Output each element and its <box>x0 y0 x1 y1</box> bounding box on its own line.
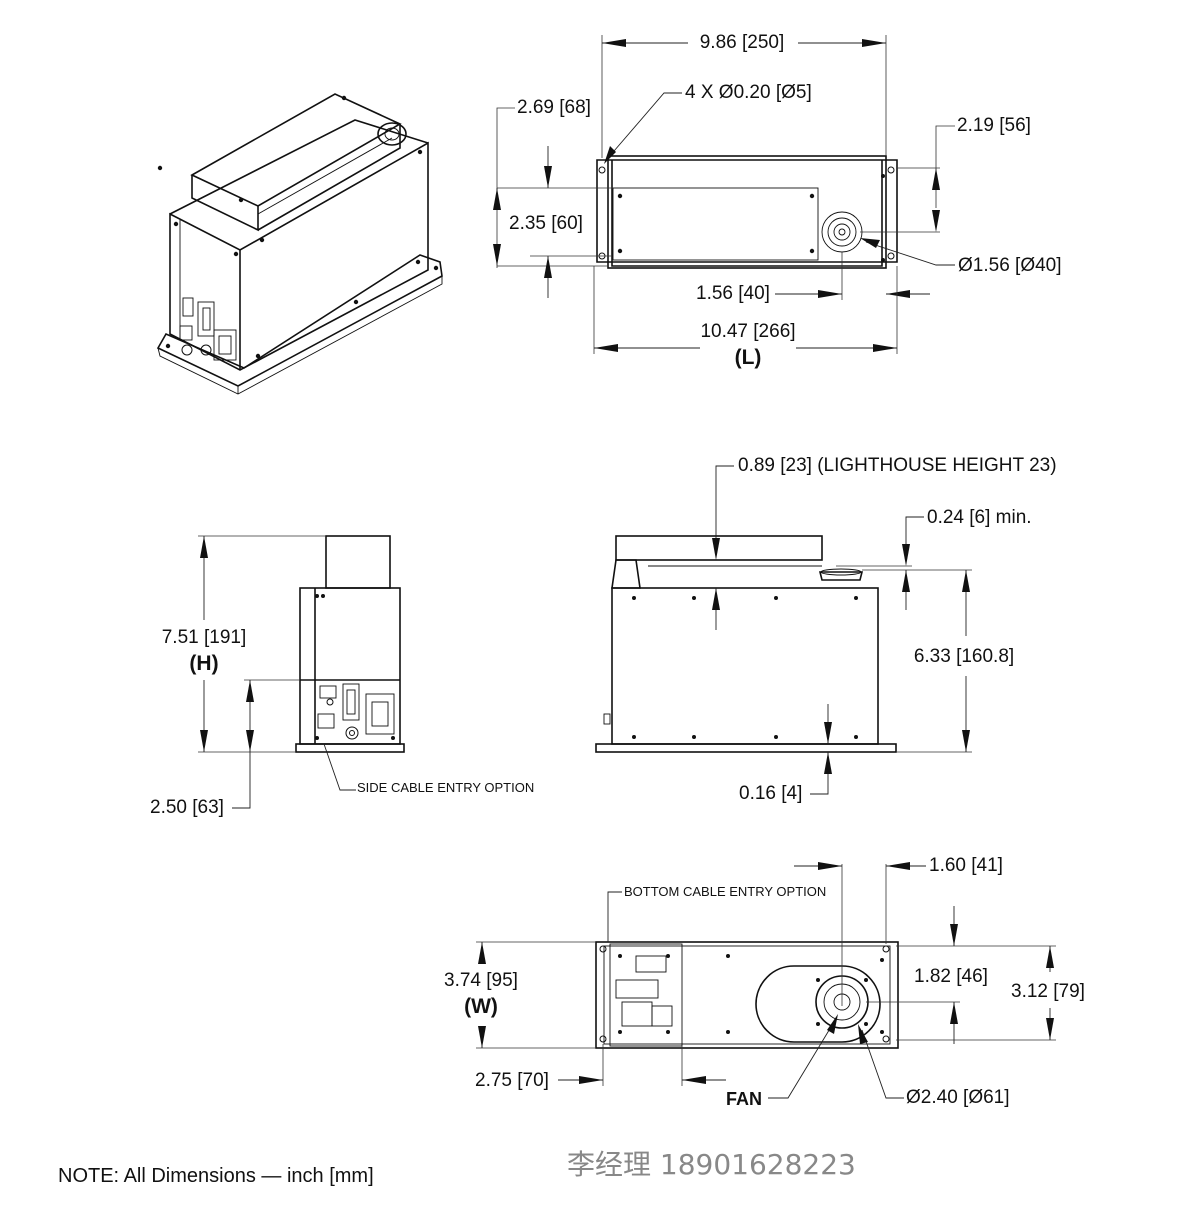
side-view: 0.89 [23] (LIGHTHOUSE HEIGHT 23) 0.24 [6… <box>595 455 1057 804</box>
body-height-label: 6.33 [160.8] <box>914 646 1014 667</box>
side-cable-note: SIDE CABLE ENTRY OPTION <box>357 780 534 795</box>
length-label: 10.47 [266] <box>700 321 795 342</box>
lens-diameter-label: Ø1.56 [Ø40] <box>958 255 1062 276</box>
min-gap-label: 0.24 [6] min. <box>927 507 1032 528</box>
inner-height-label: 2.35 [60] <box>509 213 583 234</box>
lens-offset-label: 1.56 [40] <box>696 283 770 304</box>
fan-diameter-label: Ø2.40 [Ø61] <box>906 1087 1010 1108</box>
bottom-view: 1.60 [41] BOTTOM CABLE ENTRY OPTION 3.74… <box>444 855 1085 1109</box>
length-symbol: (L) <box>735 346 762 369</box>
end-view: 7.51 [191] (H) 2.50 [63] SIDE CABLE ENTR… <box>150 535 534 818</box>
cable-offset-label: 2.75 [70] <box>475 1070 549 1091</box>
fan-offset-label: 1.60 [41] <box>929 855 1003 876</box>
right-offset-label: 2.19 [56] <box>957 115 1031 136</box>
connector-height-label: 2.50 [63] <box>150 797 224 818</box>
contact-watermark: 李经理 18901628223 <box>567 1148 856 1181</box>
width-symbol: (W) <box>464 995 498 1018</box>
fan-label: FAN <box>726 1089 762 1109</box>
isometric-view <box>156 93 443 395</box>
fan-center-label: 1.82 [46] <box>914 966 988 987</box>
holes-label: 4 X Ø0.20 [Ø5] <box>685 82 812 103</box>
overall-width-top-label: 9.86 [250] <box>700 32 785 53</box>
hole-spacing-label: 3.12 [79] <box>1011 981 1085 1002</box>
height-symbol: (H) <box>189 652 218 675</box>
base-thickness-label: 0.16 [4] <box>739 783 802 804</box>
lighthouse-label: 0.89 [23] (LIGHTHOUSE HEIGHT 23) <box>738 455 1057 476</box>
width-label: 3.74 [95] <box>444 970 518 991</box>
height-label: 7.51 [191] <box>162 627 247 648</box>
top-view: 9.86 [250] 4 X Ø0.20 [Ø5] 2.69 [68] 2.35… <box>493 32 1062 369</box>
left-offset-label: 2.69 [68] <box>517 97 591 118</box>
dimension-note: NOTE: All Dimensions — inch [mm] <box>58 1165 374 1187</box>
bottom-cable-note: BOTTOM CABLE ENTRY OPTION <box>624 884 826 899</box>
